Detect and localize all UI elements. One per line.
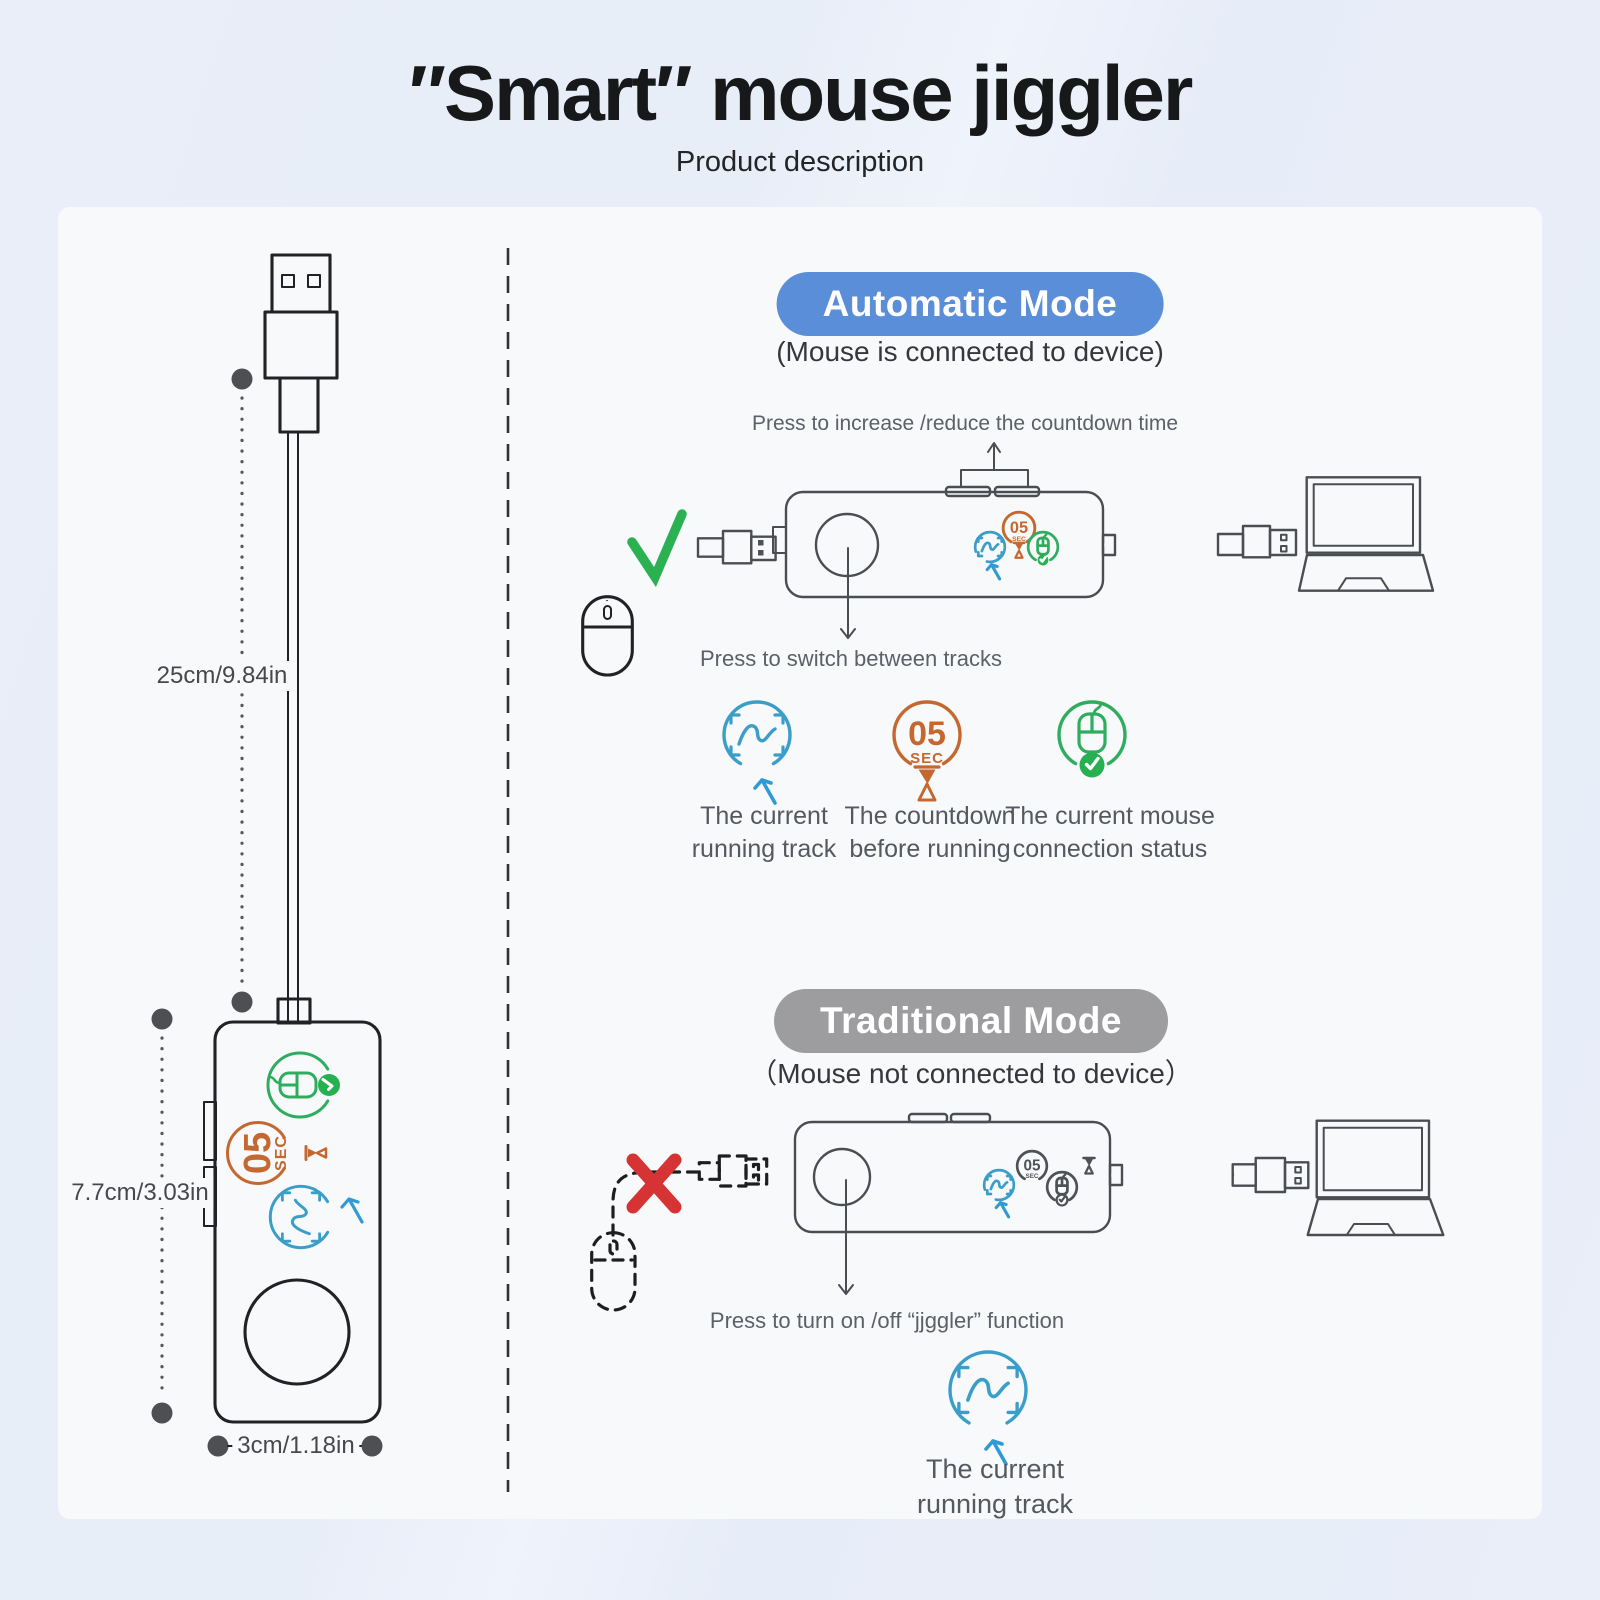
- automatic-mode-badge: Automatic Mode: [776, 272, 1164, 336]
- feature-label: The countdown before running: [844, 802, 1016, 863]
- page-title: ″Smart″ mouse jiggler: [408, 49, 1194, 137]
- traditional-mode-badge: Traditional Mode: [774, 989, 1168, 1053]
- body-width-label: 3cm/1.18in: [232, 1431, 360, 1461]
- traditional-mode-condition: （Mouse not connected to device）: [749, 1058, 1193, 1089]
- automatic-instruction-main: Press to switch between tracks: [699, 646, 1003, 671]
- automatic-mode-condition: (Mouse is connected to device): [776, 336, 1164, 367]
- feature-label: The current running track: [691, 802, 837, 863]
- body-length-label: 7.7cm/3.03in: [66, 1178, 214, 1208]
- cable-length-label: 25cm/9.84in: [151, 661, 293, 691]
- traditional-instruction-main: Press to turn on /off “jjggler” function: [709, 1308, 1065, 1333]
- page-subtitle: Product description: [675, 146, 925, 178]
- feature-label: The current running track: [916, 1454, 1074, 1519]
- feature-label: The current mouse connection status: [1005, 802, 1215, 863]
- automatic-instruction-buttons: Press to increase /reduce the countdown …: [751, 412, 1179, 435]
